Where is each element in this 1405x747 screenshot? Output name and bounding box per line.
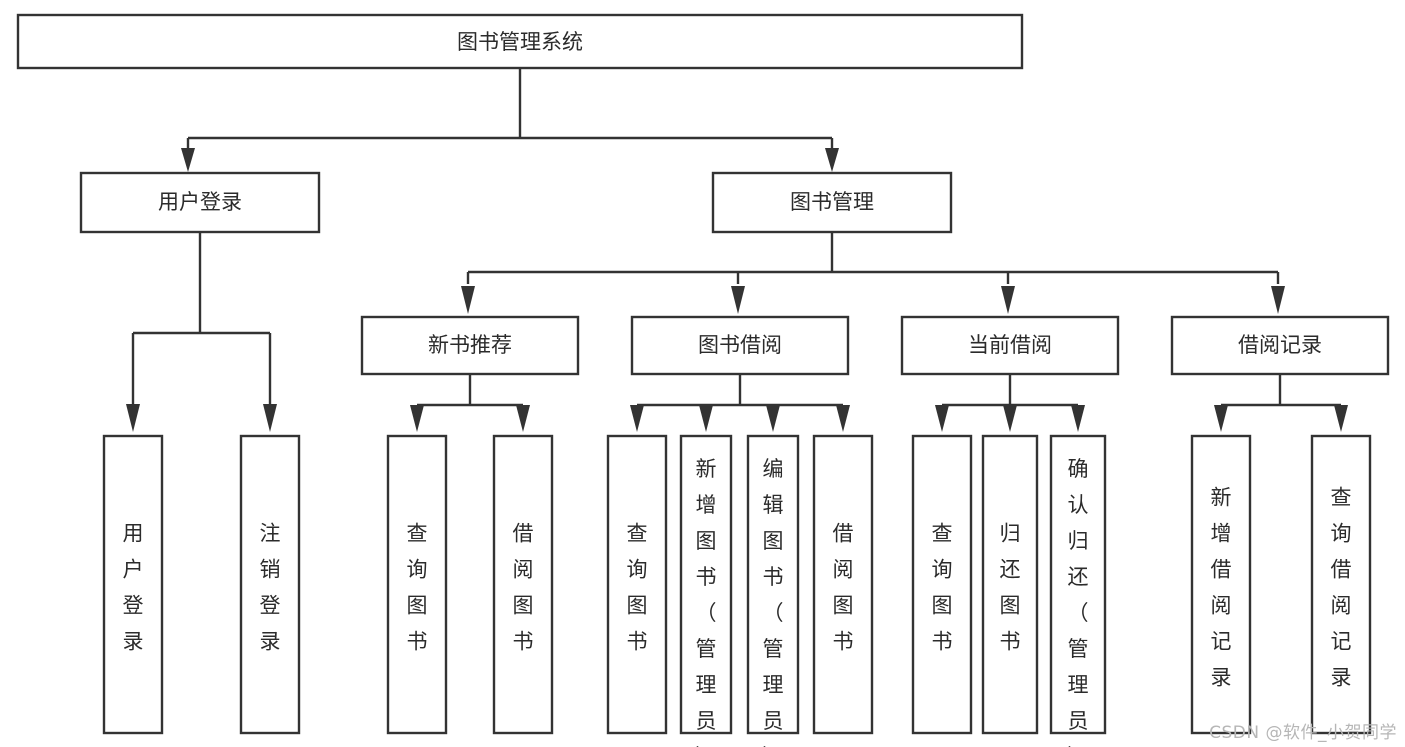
arrow-to-leaf-query-book-1 (410, 405, 424, 432)
book-manage-box[interactable] (711, 171, 953, 234)
leaf-query-record-box[interactable] (1310, 434, 1372, 735)
leaf-borrow-book-2-label: 借阅图书 (833, 522, 854, 654)
leaf-query-book-1-box[interactable] (386, 434, 448, 735)
leaf-borrow-book-1-label: 借阅图书 (513, 522, 534, 654)
leaf-return-book-label: 归还图书 (1000, 522, 1021, 654)
csdn-watermark: CSDN @软件_小贺同学 (1209, 723, 1397, 743)
node-leaf-add-record[interactable]: 新增借阅记录 (1190, 434, 1252, 735)
leaf-borrow-book-1-box[interactable] (492, 434, 554, 735)
leaf-query-book-3-box[interactable] (911, 434, 973, 735)
arrow-to-leaf-edit-book (766, 405, 780, 432)
leaf-confirm-return-label: 确认归还（管理员） (1068, 457, 1089, 747)
root-box[interactable] (16, 13, 1024, 70)
node-leaf-user-login[interactable]: 用户登录 (102, 434, 164, 735)
leaf-edit-book-box[interactable] (746, 434, 800, 735)
arrow-to-leaf-borrow-book-2 (836, 405, 850, 432)
leaf-query-book-3-label: 查询图书 (932, 522, 953, 654)
book-borrow-box[interactable] (630, 315, 850, 376)
node-leaf-query-book-2[interactable]: 查询图书 (606, 434, 668, 735)
leaf-query-book-2-label: 查询图书 (627, 522, 648, 654)
leaf-query-book-1-label: 查询图书 (407, 522, 428, 654)
arrow-to-leaf-user-logout (263, 404, 277, 432)
arrow-to-leaf-query-record (1334, 405, 1348, 432)
leaf-user-login-box[interactable] (102, 434, 164, 735)
arrow-to-current-borrow (1001, 286, 1015, 314)
arrow-to-new-book-recommend (461, 286, 475, 314)
node-root[interactable]: 图书管理系统 (16, 13, 1024, 70)
arrow-to-leaf-add-record (1214, 405, 1228, 432)
arrow-to-leaf-user-login (126, 404, 140, 432)
node-current-borrow[interactable]: 当前借阅 (900, 315, 1120, 376)
arrow-root-to-book-manage (825, 148, 839, 172)
new-book-recommend-box[interactable] (360, 315, 580, 376)
current-borrow-box[interactable] (900, 315, 1120, 376)
leaf-query-record-label: 查询借阅记录 (1331, 486, 1352, 690)
node-leaf-user-logout[interactable]: 注销登录 (239, 434, 301, 735)
node-leaf-query-book-3[interactable]: 查询图书 (911, 434, 973, 735)
book-borrow-label: 图书借阅 (698, 333, 782, 357)
node-borrow-record[interactable]: 借阅记录 (1170, 315, 1390, 376)
root-label: 图书管理系统 (457, 30, 583, 54)
node-leaf-confirm-return[interactable]: 确认归还（管理员） (1049, 434, 1107, 747)
node-book-manage[interactable]: 图书管理 (711, 171, 953, 234)
new-book-recommend-label: 新书推荐 (428, 333, 512, 357)
leaf-edit-book-label: 编辑图书（管理员） (763, 457, 784, 747)
leaf-borrow-book-2-box[interactable] (812, 434, 874, 735)
leaf-query-book-2-box[interactable] (606, 434, 668, 735)
node-new-book-recommend[interactable]: 新书推荐 (360, 315, 580, 376)
arrow-to-leaf-add-book (699, 405, 713, 432)
book-manage-label: 图书管理 (790, 190, 874, 214)
node-user-login[interactable]: 用户登录 (79, 171, 321, 234)
arrow-to-leaf-return-book (1003, 405, 1017, 432)
leaf-user-login-label: 用户登录 (123, 522, 144, 654)
node-leaf-edit-book[interactable]: 编辑图书（管理员） (746, 434, 800, 747)
node-leaf-borrow-book-2[interactable]: 借阅图书 (812, 434, 874, 735)
arrow-to-borrow-record (1271, 286, 1285, 314)
leaf-user-logout-box[interactable] (239, 434, 301, 735)
node-leaf-add-book[interactable]: 新增图书（管理员） (679, 434, 733, 747)
leaf-user-logout-label: 注销登录 (260, 522, 281, 654)
node-leaf-query-book-1[interactable]: 查询图书 (386, 434, 448, 735)
node-leaf-borrow-book-1[interactable]: 借阅图书 (492, 434, 554, 735)
arrow-to-book-borrow (731, 286, 745, 314)
arrow-to-leaf-query-book-2 (630, 405, 644, 432)
leaf-add-book-label: 新增图书（管理员） (696, 457, 717, 747)
borrow-record-label: 借阅记录 (1238, 333, 1322, 357)
node-leaf-return-book[interactable]: 归还图书 (981, 434, 1039, 735)
borrow-record-box[interactable] (1170, 315, 1390, 376)
arrow-root-to-user-login (181, 148, 195, 172)
current-borrow-label: 当前借阅 (968, 333, 1052, 357)
user-login-box[interactable] (79, 171, 321, 234)
user-login-label: 用户登录 (158, 190, 242, 214)
leaf-add-record-label: 新增借阅记录 (1211, 486, 1232, 690)
leaf-add-book-box[interactable] (679, 434, 733, 735)
node-leaf-query-record[interactable]: 查询借阅记录 (1310, 434, 1372, 735)
leaf-return-book-box[interactable] (981, 434, 1039, 735)
arrow-to-leaf-confirm-return (1071, 405, 1085, 432)
leaf-confirm-return-box[interactable] (1049, 434, 1107, 735)
node-book-borrow[interactable]: 图书借阅 (630, 315, 850, 376)
arrow-to-leaf-borrow-book-1 (516, 405, 530, 432)
arrow-to-leaf-query-book-3 (935, 405, 949, 432)
connector-layer (126, 68, 1348, 432)
leaf-add-record-box[interactable] (1190, 434, 1252, 735)
